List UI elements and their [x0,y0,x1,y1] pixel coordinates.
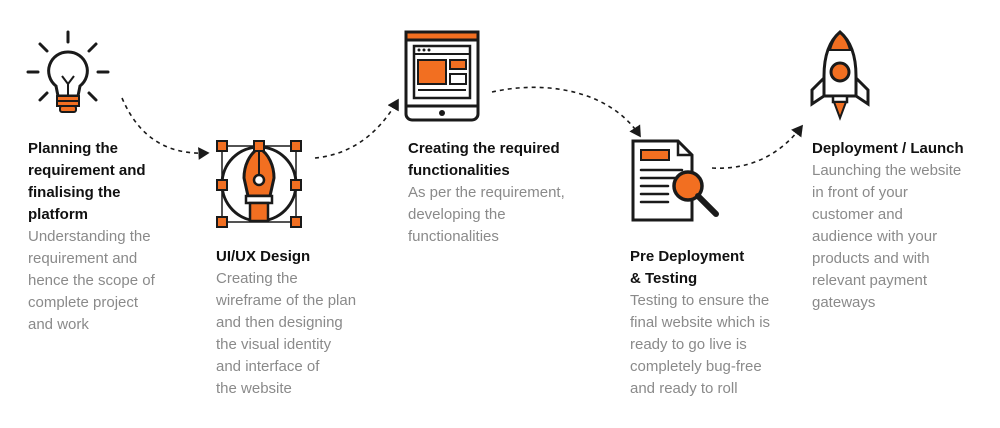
step-description: Testing to ensure the final website whic… [630,292,771,397]
connector-arrow-1 [121,97,210,160]
step-description: Creating the wireframe of the plan and t… [216,270,357,397]
connector-arrow-3 [491,86,641,138]
connector-arrow-4 [711,124,803,169]
step-deployment-launch: Deployment / Launch Launching the websit… [812,138,997,314]
pen-tool-icon [216,140,302,228]
step-title: UI/UX Design [216,248,311,265]
tablet-icon [404,30,480,122]
step-title: Creating the required functionalities [408,140,560,179]
step-title: Pre Deployment & Testing [630,248,745,287]
step-description: As per the requirement, developing the f… [408,184,565,245]
step-title: Deployment / Launch [812,140,964,157]
step-description: Launching the website in front of your c… [812,162,962,311]
rocket-icon [810,30,870,121]
step-title: Planning the requirement and finalising … [28,140,146,223]
step-planning: Planning the requirement and finalising … [28,138,203,336]
lightbulb-icon [26,30,110,113]
step-ui-ux-design: UI/UX Design Creating the wireframe of t… [216,246,396,400]
step-functionalities: Creating the required functionalities As… [408,138,608,248]
step-description: Understanding the requirement and hence … [28,228,155,333]
document-magnifier-icon [631,139,719,222]
connector-arrow-2 [314,98,399,159]
step-pre-deployment-testing: Pre Deployment & Testing Testing to ensu… [630,246,810,400]
